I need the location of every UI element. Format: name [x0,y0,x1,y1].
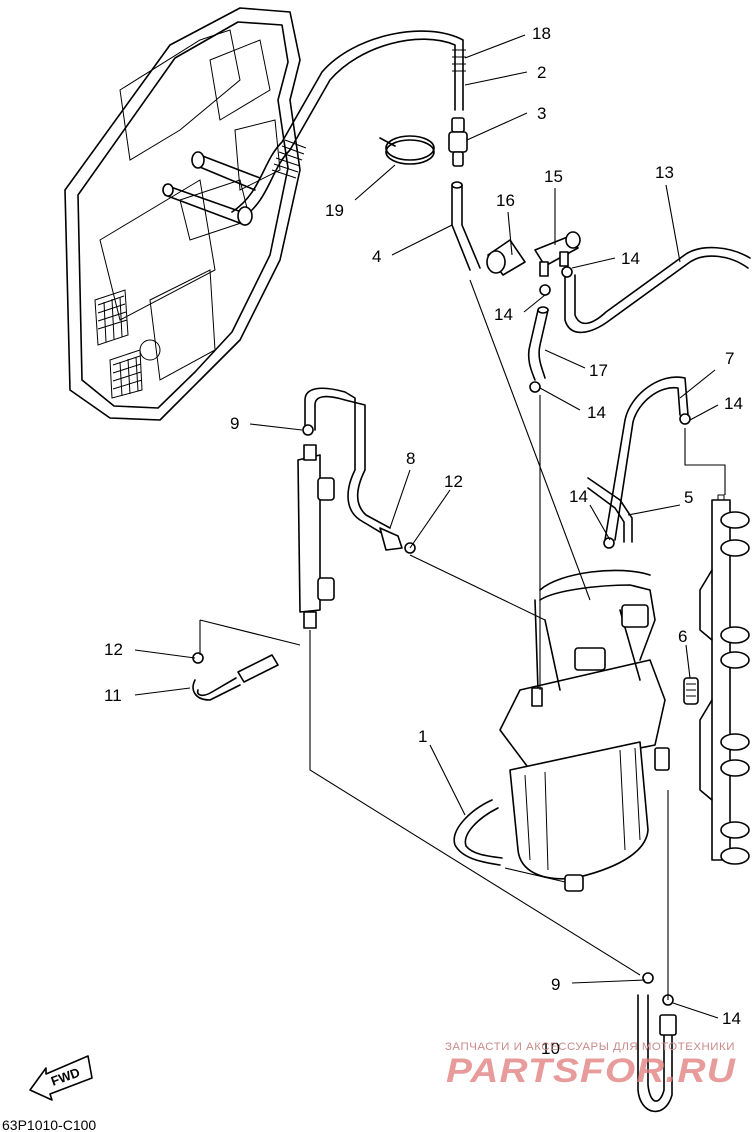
vapor-separator [499,569,670,892]
connection-lines [199,279,726,1000]
callouts: 18 2 3 19 4 16 15 13 14 14 17 14 7 14 9 … [104,24,743,1058]
hose-7 [604,376,689,541]
callout-7: 7 [725,349,734,368]
clamp-19 [379,135,435,165]
callout-9-b: 9 [551,975,560,994]
callout-13: 13 [655,163,674,182]
hose-18-2 [231,30,466,226]
clamps-14 [529,266,691,1006]
callout-6: 6 [678,627,687,646]
hose-11 [192,652,279,701]
callout-18: 18 [532,24,551,43]
callout-10: 10 [541,1039,560,1058]
callout-1: 1 [418,727,427,746]
callout-14-e: 14 [569,487,588,506]
callout-11: 11 [104,686,122,705]
callout-14-f: 14 [722,1009,741,1028]
callout-17: 17 [589,361,608,380]
callout-8: 8 [406,449,415,468]
callout-leaders [134,34,719,1019]
callout-16: 16 [496,191,515,210]
callout-15: 15 [544,167,563,186]
hose-8 [302,387,416,554]
watermark-tagline: ЗАПЧАСТИ И АКСЕССУАРЫ ДЛЯ МОТОТЕХНИКИ [445,1041,735,1053]
check-valve-3 [448,117,468,167]
callout-4: 4 [372,247,381,266]
hose-1 [453,799,503,866]
hose-13 [564,246,751,334]
callout-14-c: 14 [587,403,606,422]
callout-3: 3 [537,104,546,123]
callout-19: 19 [325,201,344,220]
callout-12-a: 12 [444,472,463,491]
callout-2: 2 [537,63,546,82]
callout-5: 5 [684,488,693,507]
callout-14-d: 14 [724,394,743,413]
hose-10 [637,972,677,1113]
fuel-rail [683,494,750,865]
callout-14-b: 14 [494,305,513,324]
hose-5 [587,477,633,543]
diagram-code: 63P1010-C100 [2,1117,96,1132]
watermark: ЗАПЧАСТИ И АКСЕССУАРЫ ДЛЯ МОТОТЕХНИКИ PA… [445,1041,737,1090]
callout-12-b: 12 [104,640,123,659]
intake-silencer [64,7,301,421]
callout-14-a: 14 [621,249,640,268]
fwd-arrow: FWD [29,1055,93,1101]
fittings-15-16 [486,231,581,277]
watermark-brand: PARTSFOR.RU [446,1052,737,1090]
callout-9-a: 9 [230,414,239,433]
hose-4 [451,181,481,271]
hose-17 [527,306,549,381]
fuel-cooler [297,444,335,629]
